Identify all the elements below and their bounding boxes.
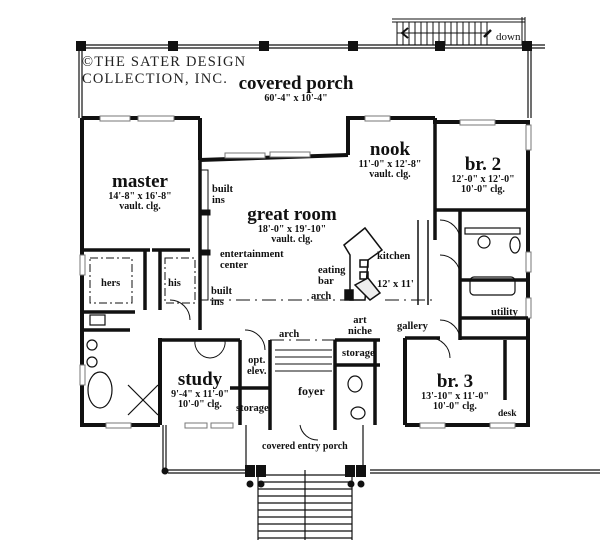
built-ins-top-label: built ins <box>212 184 234 207</box>
copyright-line-1: ©THE SATER DESIGN <box>82 54 247 70</box>
art-niche-label: art niche <box>348 315 372 338</box>
room-ceiling: 10'-0" clg. <box>433 401 477 413</box>
foyer-steps <box>275 349 332 372</box>
foyer-arch-label: arch <box>279 329 300 340</box>
covered-entry-porch-label: covered entry porch <box>262 441 348 452</box>
gallery-label: gallery <box>397 321 428 332</box>
room-dimensions: 60'-4" x 10'-4" <box>264 92 328 104</box>
hers-closet-label: hers <box>101 278 121 289</box>
bath-fixtures <box>86 227 521 420</box>
room-ceiling: vault. clg. <box>369 169 411 181</box>
entertainment-center-label: entertainment center <box>220 249 284 272</box>
built-ins-bottom-label: built ins <box>211 286 233 309</box>
room-name: nook <box>369 139 411 160</box>
room-bedroom-2: br. 2 12'-0" x 12'-0" 10'-0" clg. <box>451 155 514 196</box>
storage-right-label: storage <box>342 348 375 359</box>
copyright-line-2: COLLECTION, INC. <box>82 70 229 87</box>
room-kitchen-dimensions: 12' x 11' <box>377 279 414 290</box>
room-dimensions: 12'-0" x 12'-0" <box>451 173 515 185</box>
windows <box>79 115 532 429</box>
room-name: covered porch <box>238 73 354 94</box>
utility-label: utility <box>491 307 518 318</box>
built-ins <box>199 169 211 301</box>
room-name: study <box>177 369 223 390</box>
copyright-notice: ©THE SATER DESIGN COLLECTION, INC. <box>82 54 246 87</box>
kitchen-island <box>343 220 429 305</box>
entry-posts <box>161 465 366 488</box>
interior-walls <box>82 122 528 430</box>
room-ceiling: 10'-0" clg. <box>178 399 222 411</box>
room-name: master <box>112 171 168 192</box>
room-name: great room <box>247 204 337 225</box>
room-ceiling: vault. clg. <box>271 234 313 246</box>
room-nook: nook 11'-0" x 12'-8" vault. clg. <box>359 140 422 181</box>
room-kitchen-name: kitchen <box>377 251 411 262</box>
room-bedroom-3: br. 3 13'-10" x 11'-0" 10'-0" clg. <box>421 372 489 413</box>
room-name: br. 3 <box>436 371 474 392</box>
room-name: br. 2 <box>464 154 502 175</box>
room-dimensions: 18'-0" x 19'-10" <box>257 223 327 235</box>
covered-porch-structure <box>78 44 545 118</box>
porch-posts <box>76 41 532 51</box>
entry-porch <box>162 425 600 540</box>
great-room-arch-label: arch <box>311 291 332 302</box>
room-master: master 14'-8" x 16'-8" vault. clg. <box>108 172 171 213</box>
arch-lines <box>210 299 435 341</box>
room-dimensions: 14'-8" x 16'-8" <box>108 190 172 202</box>
doors <box>169 219 461 441</box>
optional-elevator-label: opt. elev. <box>247 355 267 378</box>
his-closet-label: his <box>168 278 181 289</box>
room-dimensions: 13'-10" x 11'-0" <box>421 390 489 402</box>
room-great-room: great room 18'-0" x 19'-10" vault. clg. <box>247 205 337 246</box>
room-dimensions: 9'-4" x 11'-0" <box>171 388 229 400</box>
closets <box>89 257 196 304</box>
room-dimensions: 11'-0" x 12'-8" <box>358 158 422 170</box>
storage-left-label: storage <box>236 403 269 414</box>
room-ceiling: vault. clg. <box>119 201 161 213</box>
desk-label: desk <box>498 409 517 419</box>
room-ceiling: 10'-0" clg. <box>461 184 505 196</box>
foyer-label: foyer <box>298 384 325 398</box>
eating-bar-label: eating bar <box>318 265 346 288</box>
rear-stairs <box>392 17 526 45</box>
stairs-down-label: down <box>496 31 521 43</box>
room-covered-porch: covered porch 60'-4" x 10'-4" <box>239 74 354 104</box>
room-study: study 9'-4" x 11'-0" 10'-0" clg. <box>171 370 229 411</box>
